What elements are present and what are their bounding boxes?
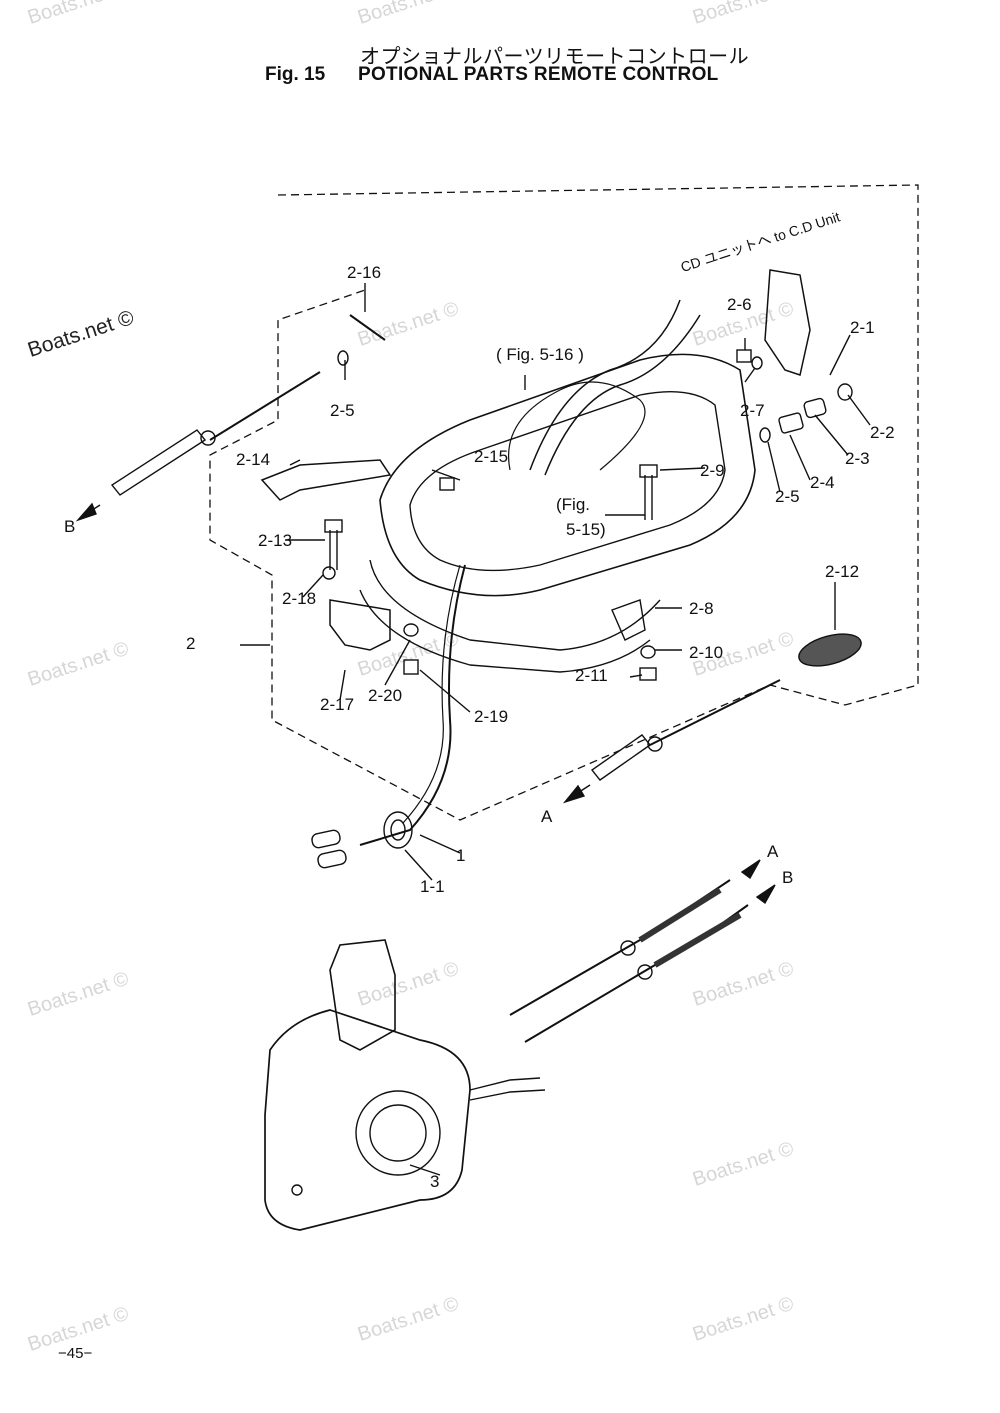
- callout-2-19: 2-19: [474, 707, 509, 726]
- bolt-2-13: [329, 530, 338, 570]
- figure-title-jp: オプショナルパーツリモートコントロール: [360, 44, 750, 68]
- cable-b-left: [209, 371, 321, 441]
- main-cable: [359, 564, 466, 846]
- washer-2-20: [403, 623, 419, 637]
- washer-2-18: [322, 566, 336, 580]
- callout-2-9: 2-9: [700, 461, 725, 480]
- spring-2-4: [778, 412, 804, 434]
- leader-lines: [240, 283, 871, 1176]
- washer-2-5b: [759, 427, 771, 443]
- callout-2-11: 2-11: [575, 666, 608, 685]
- arrow-label-b-left: B: [64, 517, 76, 536]
- arrow-label-a-bottom: A: [767, 842, 779, 861]
- callout-2: 2: [186, 634, 196, 653]
- callout-2-15: 2-15: [474, 447, 509, 466]
- callout-fig-5-15b: 5-15): [566, 520, 606, 539]
- callout-3: 3: [430, 1172, 440, 1191]
- callout-2-8: 2-8: [689, 599, 714, 618]
- grip-2-12: [798, 633, 862, 667]
- clamp-2-8: [611, 599, 646, 641]
- nut-2-6: [736, 349, 752, 363]
- callout-1: 1: [456, 846, 466, 865]
- remote-handle: [329, 939, 396, 1051]
- washer-2-10: [640, 645, 656, 659]
- callout-2-16: 2-16: [347, 263, 382, 282]
- cable-b-bottom: [524, 904, 749, 1043]
- callout-2-5b: 2-5: [775, 487, 800, 506]
- remote-dial: [355, 1090, 441, 1176]
- bracket-2-14: [260, 459, 392, 501]
- figure-number: Fig. 15: [265, 64, 326, 85]
- frame-base: [369, 559, 661, 651]
- washer-2-5: [337, 350, 349, 366]
- callout-2-4: 2-4: [810, 473, 835, 492]
- remote-control-box: [264, 1009, 471, 1231]
- grommet: [383, 811, 413, 849]
- callout-2-14: 2-14: [236, 450, 271, 469]
- callout-2-5: 2-5: [330, 401, 355, 420]
- bracket-2-17: [329, 599, 391, 651]
- callout-2-10: 2-10: [689, 643, 724, 662]
- callout-2-13: 2-13: [258, 531, 293, 550]
- frame-inner: [409, 390, 726, 572]
- callout-2-3: 2-3: [845, 449, 870, 468]
- collar-2-3: [803, 397, 827, 419]
- page-number: −45−: [58, 1345, 93, 1362]
- callout-2-6: 2-6: [727, 295, 752, 314]
- callout-2-1: 2-1: [850, 318, 875, 337]
- callout-2-2: 2-2: [870, 423, 895, 442]
- callout-2-7: 2-7: [740, 401, 765, 420]
- bolt-2-16: [349, 314, 386, 341]
- wire-harness: [529, 299, 681, 471]
- bracket-2-1: [764, 269, 811, 376]
- frame-body: [379, 353, 756, 597]
- callout-fig-5-15a: (Fig.: [556, 495, 590, 514]
- callout-2-17: 2-17: [320, 695, 355, 714]
- washer-2-7: [751, 356, 763, 370]
- arrow-label-a-middle: A: [541, 807, 553, 826]
- bolt-2-9: [644, 475, 653, 520]
- nut-2-11: [639, 667, 657, 681]
- callout-fig-5-16: ( Fig. 5-16 ): [496, 345, 584, 364]
- connector: [311, 829, 341, 849]
- callout-2-20: 2-20: [368, 686, 403, 705]
- arrow-label-b-bottom: B: [782, 868, 794, 887]
- cable-a-bottom: [509, 879, 731, 1016]
- nut-2-15: [439, 477, 455, 491]
- callout-1-1: 1-1: [420, 877, 445, 896]
- callout-2-12: 2-12: [825, 562, 860, 581]
- cable-a-middle: [649, 679, 781, 746]
- figure-title: POTIONAL PARTS REMOTE CONTROL: [358, 64, 719, 85]
- connector: [317, 849, 347, 869]
- nut-2-19: [403, 659, 419, 675]
- pin-2-2: [837, 383, 853, 401]
- callout-2-18: 2-18: [282, 589, 317, 608]
